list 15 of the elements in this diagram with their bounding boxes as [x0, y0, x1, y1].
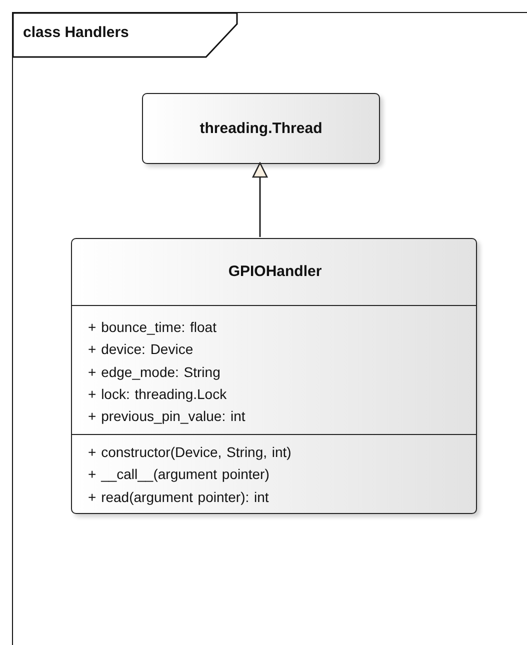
- attribute: + edge_mode: String: [88, 364, 220, 380]
- operation: + read(argument pointer): int: [88, 488, 269, 505]
- attribute: + bounce_time: float: [88, 319, 216, 335]
- class-name: threading.Thread: [198, 120, 324, 137]
- diagram-frame: [12, 12, 527, 645]
- attribute: + previous_pin_value: int: [88, 408, 246, 424]
- frame-title: class Handlers: [23, 24, 129, 41]
- operation: + __call__(argument pointer): [88, 466, 270, 482]
- operation: + constructor(Device, String, int): [88, 444, 292, 460]
- attribute: + lock: threading.Lock: [88, 386, 227, 402]
- class-box: [142, 93, 380, 164]
- inheritance-arrow: [252, 162, 268, 237]
- class-name: GPIOHandler: [227, 263, 323, 280]
- class-box: [71, 238, 477, 514]
- attribute: + device: Device: [88, 341, 194, 358]
